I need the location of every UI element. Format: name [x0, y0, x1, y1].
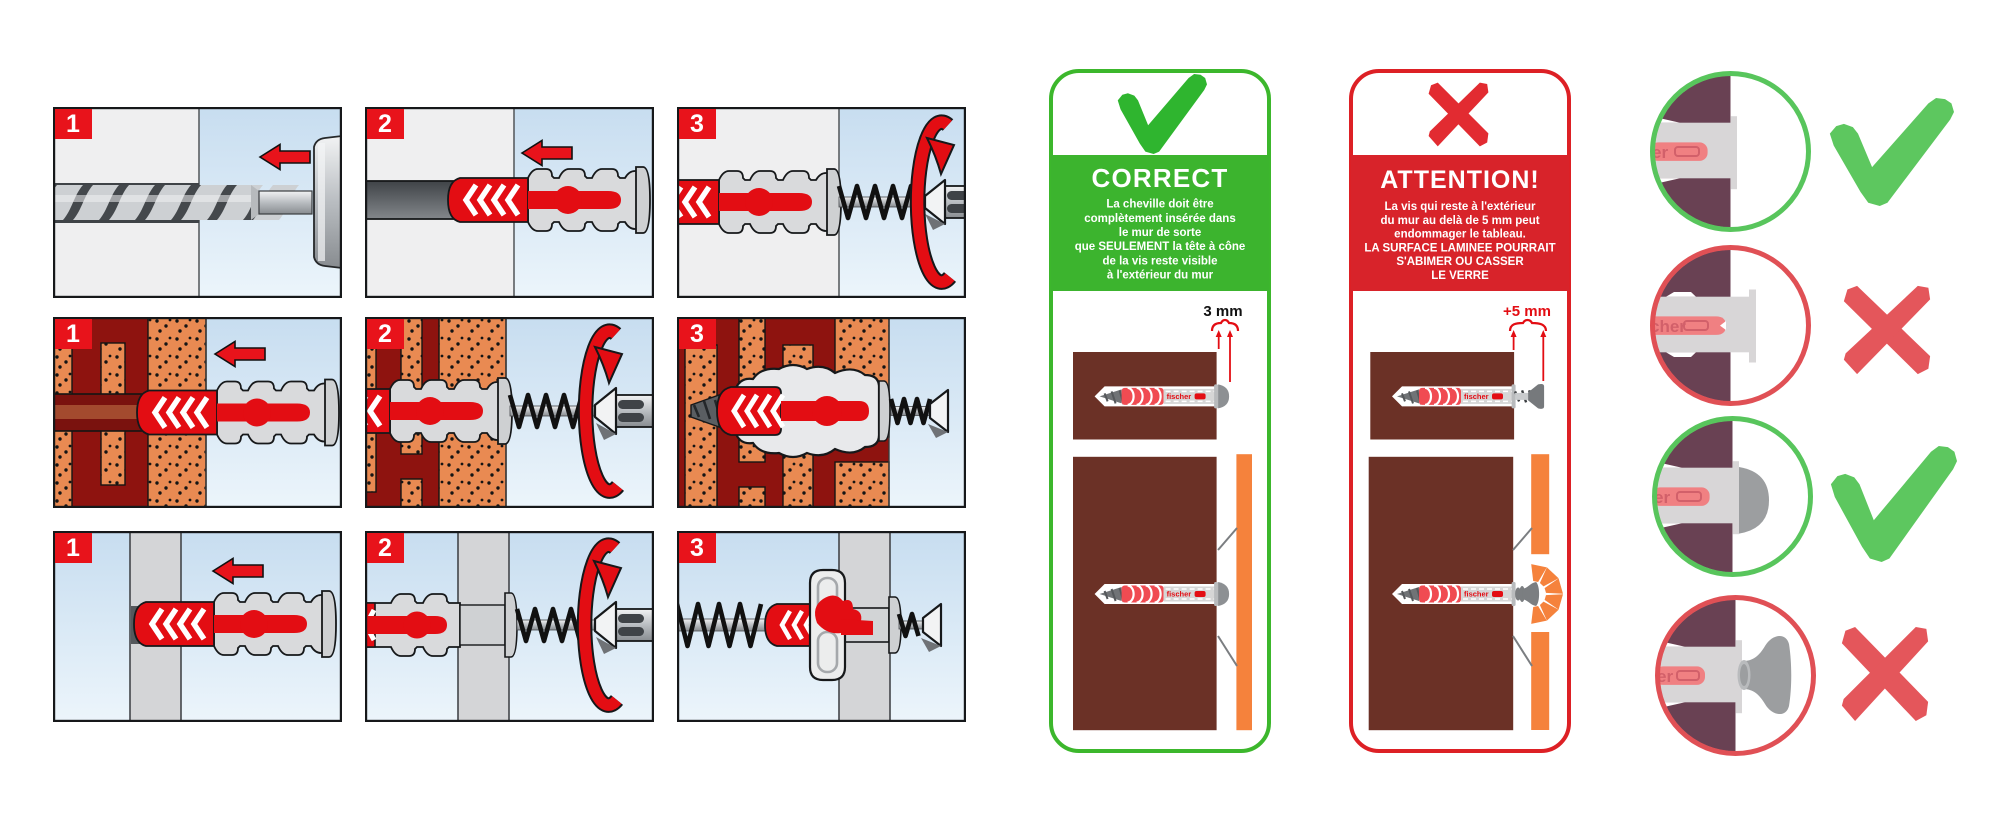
svg-text:La cheville doit être: La cheville doit être [1106, 199, 1213, 211]
svg-text:2: 2 [378, 534, 392, 562]
svg-text:1: 1 [66, 534, 80, 562]
svg-text:2: 2 [378, 320, 392, 348]
svg-text:fischer: fischer [1464, 392, 1489, 401]
svg-text:2: 2 [378, 110, 392, 138]
svg-text:1: 1 [66, 110, 80, 138]
svg-text:que SEULEMENT la tête à cône: que SEULEMENT la tête à cône [1075, 241, 1246, 253]
svg-text:cher: cher [1650, 317, 1686, 336]
svg-text:+5 mm: +5 mm [1503, 303, 1551, 320]
svg-text:CORRECT: CORRECT [1092, 163, 1229, 193]
svg-text:S'ABIMER OU CASSER: S'ABIMER OU CASSER [1396, 256, 1524, 268]
svg-text:ATTENTION!: ATTENTION! [1380, 166, 1540, 194]
svg-text:le mur de sorte: le mur de sorte [1119, 227, 1201, 239]
svg-text:LE VERRE: LE VERRE [1431, 270, 1489, 282]
svg-text:fischer: fischer [1167, 392, 1192, 401]
svg-text:3: 3 [690, 534, 704, 562]
svg-text:er: er [1654, 488, 1670, 507]
svg-text:er: er [1652, 143, 1668, 162]
svg-text:3: 3 [690, 320, 704, 348]
svg-text:fischer: fischer [1464, 590, 1489, 599]
svg-text:LA SURFACE LAMINEE POURRAIT: LA SURFACE LAMINEE POURRAIT [1364, 242, 1555, 254]
svg-text:endommager le tableau.: endommager le tableau. [1394, 229, 1526, 241]
svg-text:La vis qui reste à l'extérieur: La vis qui reste à l'extérieur [1384, 201, 1536, 213]
svg-text:3: 3 [690, 110, 704, 138]
svg-text:1: 1 [66, 320, 80, 348]
svg-text:er: er [1657, 667, 1673, 686]
svg-text:de la vis reste visible: de la vis reste visible [1102, 255, 1217, 267]
svg-text:du mur au delà de 5 mm peut: du mur au delà de 5 mm peut [1380, 215, 1539, 227]
svg-text:fischer: fischer [1167, 590, 1192, 599]
svg-text:complètement insérée dans: complètement insérée dans [1084, 213, 1235, 225]
svg-text:3 mm: 3 mm [1203, 303, 1242, 320]
svg-text:à l'extérieur du mur: à l'extérieur du mur [1107, 270, 1214, 282]
